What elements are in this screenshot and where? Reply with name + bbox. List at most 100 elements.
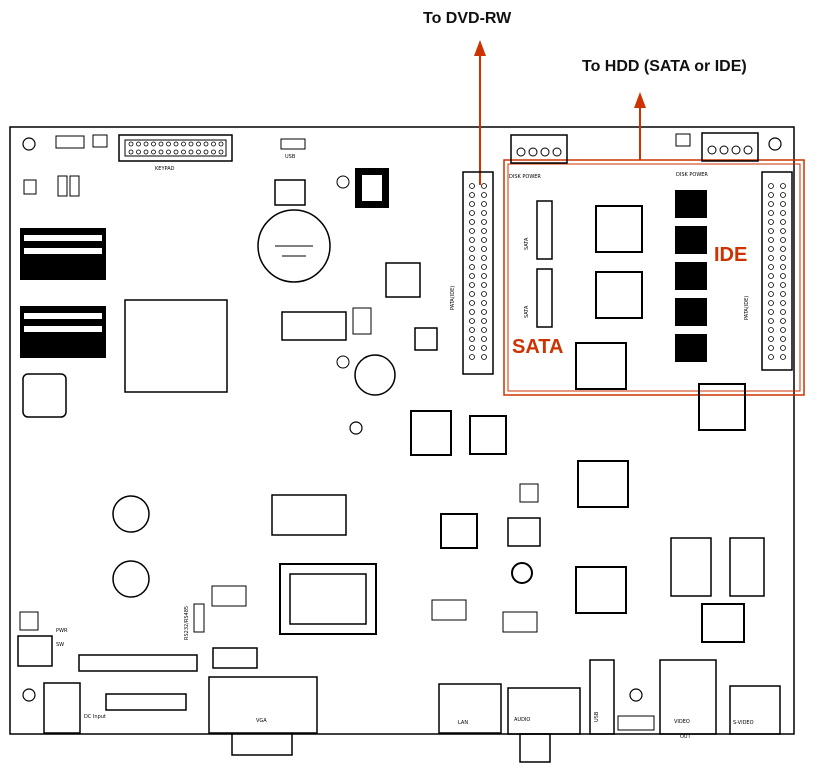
pin — [218, 149, 224, 155]
disk-power-2 — [701, 132, 759, 162]
pin — [780, 210, 786, 216]
pin — [481, 318, 487, 324]
pin — [128, 141, 134, 147]
header-1x8 — [105, 693, 187, 711]
pin — [780, 183, 786, 189]
pin — [481, 255, 487, 261]
pin — [780, 192, 786, 198]
dvi-connector-2 — [729, 537, 765, 597]
dc-input-jack — [43, 682, 81, 734]
usb-header-top — [280, 138, 306, 150]
pin — [768, 345, 774, 351]
usb-bottom-label: USB — [594, 711, 600, 722]
small-ic-3 — [69, 175, 80, 197]
pin — [203, 141, 209, 147]
pin — [481, 309, 487, 315]
pin — [469, 282, 475, 288]
vga-label: VGA — [256, 718, 267, 724]
pin — [481, 237, 487, 243]
pin — [768, 255, 774, 261]
pin — [481, 183, 487, 189]
qfp-chip-4 — [698, 383, 746, 431]
audio-connector — [507, 687, 581, 735]
audio-label: AUDIO — [514, 717, 530, 723]
video-out-label: VIDEO — [674, 719, 690, 725]
keypad-label: KEYPAD — [155, 166, 175, 172]
pin — [469, 237, 475, 243]
sata-connector-1 — [536, 200, 553, 260]
pin — [218, 141, 224, 147]
gpio-header — [78, 654, 198, 672]
jumper-3 — [519, 483, 539, 503]
pin — [780, 354, 786, 360]
pin — [469, 201, 475, 207]
lan-connector — [438, 683, 502, 734]
pwr-label: PWR — [56, 628, 68, 634]
chip-4 — [281, 311, 347, 341]
fan-header-1 — [55, 135, 85, 149]
pin — [780, 336, 786, 342]
pin — [768, 228, 774, 234]
pata-left-label: PATA(IDE) — [450, 286, 456, 310]
pin — [469, 327, 475, 333]
capacitor-2 — [112, 560, 150, 598]
qfp-chip-2 — [469, 415, 507, 455]
board-outline — [9, 126, 795, 735]
pin — [780, 309, 786, 315]
pin — [203, 149, 209, 155]
pin — [188, 149, 194, 155]
pin — [128, 149, 134, 155]
pin — [768, 246, 774, 252]
pin — [780, 327, 786, 333]
disk-power-1 — [510, 134, 568, 164]
disk-power-2-label: DISK POWER — [676, 172, 708, 178]
controller-chip-1 — [595, 205, 643, 253]
storage-highlight-box — [503, 159, 805, 396]
svideo-connector — [729, 685, 781, 735]
dvd-callout: To DVD-RW — [423, 10, 512, 27]
pin — [469, 255, 475, 261]
video-out-connector — [659, 659, 717, 735]
pin — [780, 273, 786, 279]
qfp-chip-6 — [701, 603, 745, 643]
pin — [780, 201, 786, 207]
pin — [768, 354, 774, 360]
small-chip-a — [431, 599, 467, 621]
sata-a-label: SATA — [524, 237, 530, 250]
pin — [151, 141, 156, 147]
jumper-2 — [675, 133, 691, 147]
pin — [181, 141, 186, 147]
out-label: OUT — [680, 734, 692, 740]
pin — [173, 149, 179, 155]
pin — [469, 192, 475, 198]
small-chip-b — [502, 611, 538, 633]
pin — [469, 183, 475, 189]
dip-chip — [271, 494, 347, 536]
pwr-header — [19, 611, 39, 631]
cpu-chip — [124, 299, 228, 393]
pin — [780, 237, 786, 243]
pin — [136, 149, 141, 155]
pin — [780, 219, 786, 225]
pin — [166, 141, 171, 147]
qfp-chip-7 — [440, 513, 478, 549]
qfp-chip-3 — [577, 460, 629, 508]
mounting-hole — [22, 137, 782, 702]
pata-right-label: PATA(IDE) — [744, 296, 750, 320]
pin — [158, 141, 164, 147]
pin — [481, 264, 487, 270]
chip-1 — [274, 179, 306, 206]
sw-connector — [17, 635, 53, 667]
capacitor-1 — [112, 495, 150, 533]
pata-right-pins — [768, 183, 786, 360]
dvd-arrow — [474, 40, 486, 185]
pin — [469, 210, 475, 216]
pin — [481, 201, 487, 207]
hdd-callout: To HDD (SATA or IDE) — [582, 58, 747, 75]
connector-2pin — [507, 517, 541, 547]
controller-chip-3 — [575, 342, 627, 390]
pin — [768, 264, 774, 270]
pin — [768, 192, 774, 198]
pata-connector-right — [761, 171, 793, 371]
pin — [780, 291, 786, 297]
